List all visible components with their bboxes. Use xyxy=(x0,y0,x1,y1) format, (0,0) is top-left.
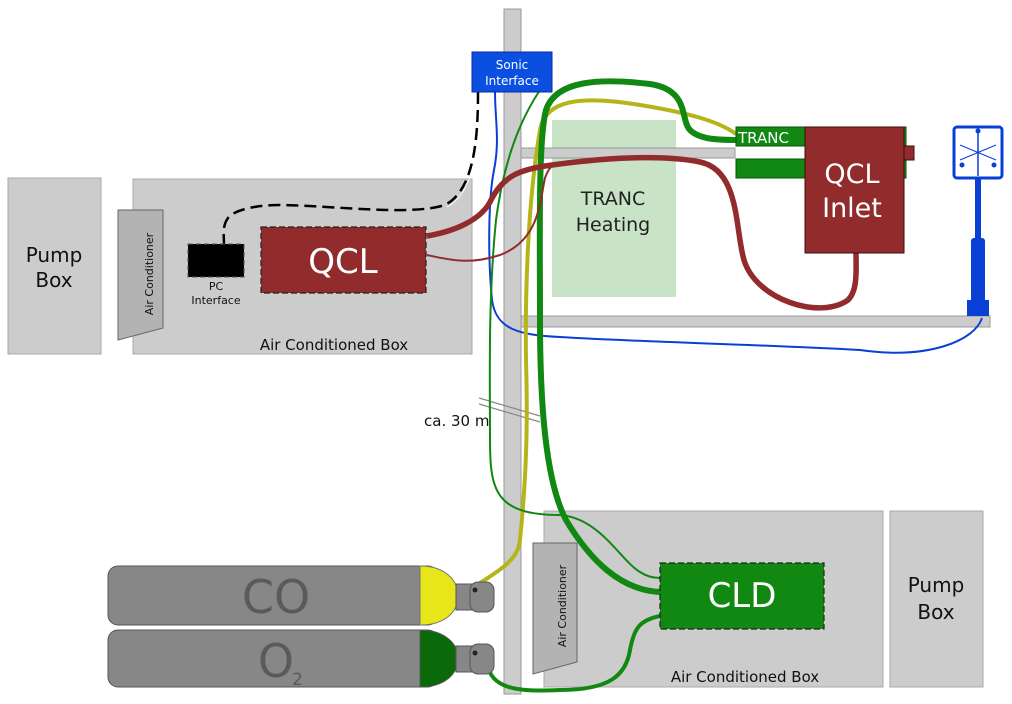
air-conditioner-bottom: Air Conditioner xyxy=(532,542,578,675)
distance-label: ca. 30 m xyxy=(424,412,489,430)
sonic-interface-label-2: Interface xyxy=(485,74,539,88)
co-gas-line xyxy=(478,98,738,585)
qcl-inlet: QCL Inlet xyxy=(804,126,915,254)
sonic-interface: Sonic Interface xyxy=(471,51,553,93)
o2-cylinder-label: O xyxy=(258,634,294,688)
pc-interface-label-2: Interface xyxy=(191,294,240,307)
pump-box-left-label-1: Pump xyxy=(26,243,83,267)
pump-box-left: Pump Box xyxy=(7,177,102,355)
pump-box-left-label-2: Box xyxy=(35,268,72,292)
pc-interface-label-1: PC xyxy=(209,280,224,293)
pc-interface: PC Interface xyxy=(187,243,245,307)
cld-analyzer-label: CLD xyxy=(708,576,777,616)
air-conditioned-box-bottom-label: Air Conditioned Box xyxy=(671,668,819,686)
co-gas-cylinder: CO xyxy=(107,565,495,626)
pc-data-cable xyxy=(222,91,480,245)
pump-box-right-label-2: Box xyxy=(917,600,954,624)
cld-analyzer: CLD xyxy=(659,562,825,630)
sonic-signal-cable xyxy=(488,91,983,354)
qcl-inlet-label-2: Inlet xyxy=(822,193,882,224)
boom-lower xyxy=(520,315,991,328)
air-conditioner-top-label: Air Conditioner xyxy=(143,232,156,315)
o2-gas-line xyxy=(485,614,661,693)
air-conditioned-box-top-label: Air Conditioned Box xyxy=(260,336,408,354)
tranc-label: TRANC xyxy=(737,129,789,147)
qcl-analyzer: QCL xyxy=(260,226,427,294)
cld-control-cable xyxy=(488,89,661,579)
cld-sample-line xyxy=(536,78,741,595)
sonic-interface-label-1: Sonic xyxy=(496,58,529,72)
co-cylinder-label: CO xyxy=(242,570,310,624)
qcl-signal-cable xyxy=(426,165,553,262)
air-conditioner-bottom-label: Air Conditioner xyxy=(556,564,569,647)
measurement-mast xyxy=(503,8,522,695)
air-conditioner-top: Air Conditioner xyxy=(117,209,164,341)
pump-box-right: Pump Box xyxy=(889,510,984,688)
tranc-heating-label-2: Heating xyxy=(576,214,650,236)
o2-gas-cylinder: O 2 xyxy=(107,629,495,690)
tranc-heating: TRANC Heating xyxy=(552,120,676,297)
qcl-inlet-label-1: QCL xyxy=(824,159,879,190)
pc-data-cable-outline xyxy=(446,91,481,208)
sonic-anemometer xyxy=(952,125,1004,316)
qcl-analyzer-label: QCL xyxy=(308,242,378,282)
pump-box-right-label-1: Pump xyxy=(908,573,965,597)
o2-cylinder-subscript: 2 xyxy=(292,670,303,690)
qcl-sample-line xyxy=(426,154,859,311)
tranc-heating-label-1: TRANC xyxy=(580,188,646,210)
